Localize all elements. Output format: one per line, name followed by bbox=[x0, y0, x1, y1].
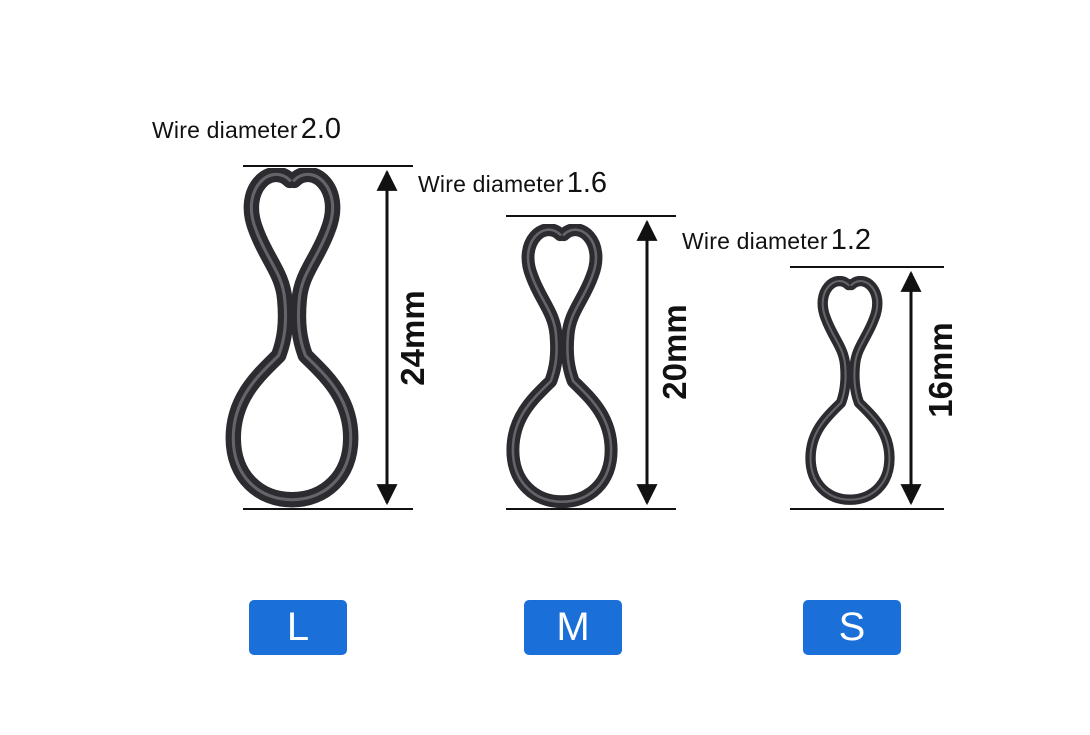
wire-diameter-value: 2.0 bbox=[300, 113, 342, 145]
length-label-large: 24mm bbox=[394, 290, 431, 386]
size-badge-medium: M bbox=[524, 600, 622, 655]
clip-large-icon bbox=[233, 174, 350, 499]
length-label-small: 16mm bbox=[922, 322, 959, 418]
wire-diameter-value: 1.2 bbox=[830, 224, 872, 256]
size-badge-small: S bbox=[803, 600, 901, 655]
wire-diameter-value: 1.6 bbox=[566, 167, 608, 199]
clip-medium-icon bbox=[513, 230, 611, 502]
clip-small-icon bbox=[811, 281, 890, 500]
wire-diameter-text: Wire diameter bbox=[152, 117, 298, 143]
wire-diameter-text: Wire diameter bbox=[682, 228, 828, 254]
length-label-medium: 20mm bbox=[656, 304, 693, 400]
wire-diameter-text: Wire diameter bbox=[418, 171, 564, 197]
size-badge-large: L bbox=[249, 600, 347, 655]
